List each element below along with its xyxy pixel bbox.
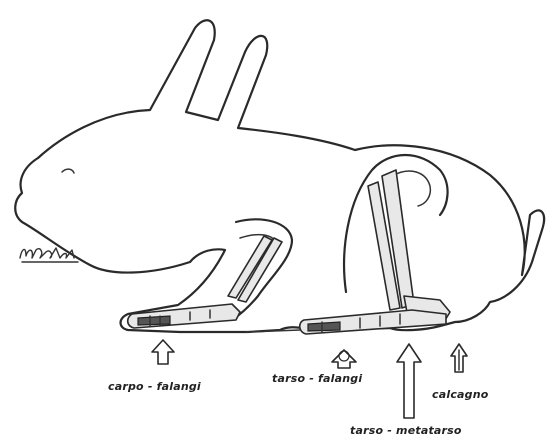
rabbit-eye — [62, 169, 74, 173]
label-tarso-falangi: tarso - falangi — [272, 372, 362, 385]
hindpaw-tarsals — [308, 322, 340, 331]
rabbit-body-outline — [15, 20, 544, 332]
arrow-tarso-metatarso — [397, 344, 421, 418]
forepaw-carpals — [138, 316, 170, 325]
ground-line — [246, 330, 300, 332]
label-carpo-falangi: carpo - falangi — [108, 380, 201, 393]
label-tarso-metatarso: tarso - metatarso — [350, 424, 462, 437]
label-calcagno: calcagno — [432, 388, 489, 401]
arrow-tarso-falangi — [332, 350, 356, 368]
artist-signature — [16, 238, 86, 268]
arrow-carpo-falangi — [152, 340, 174, 364]
